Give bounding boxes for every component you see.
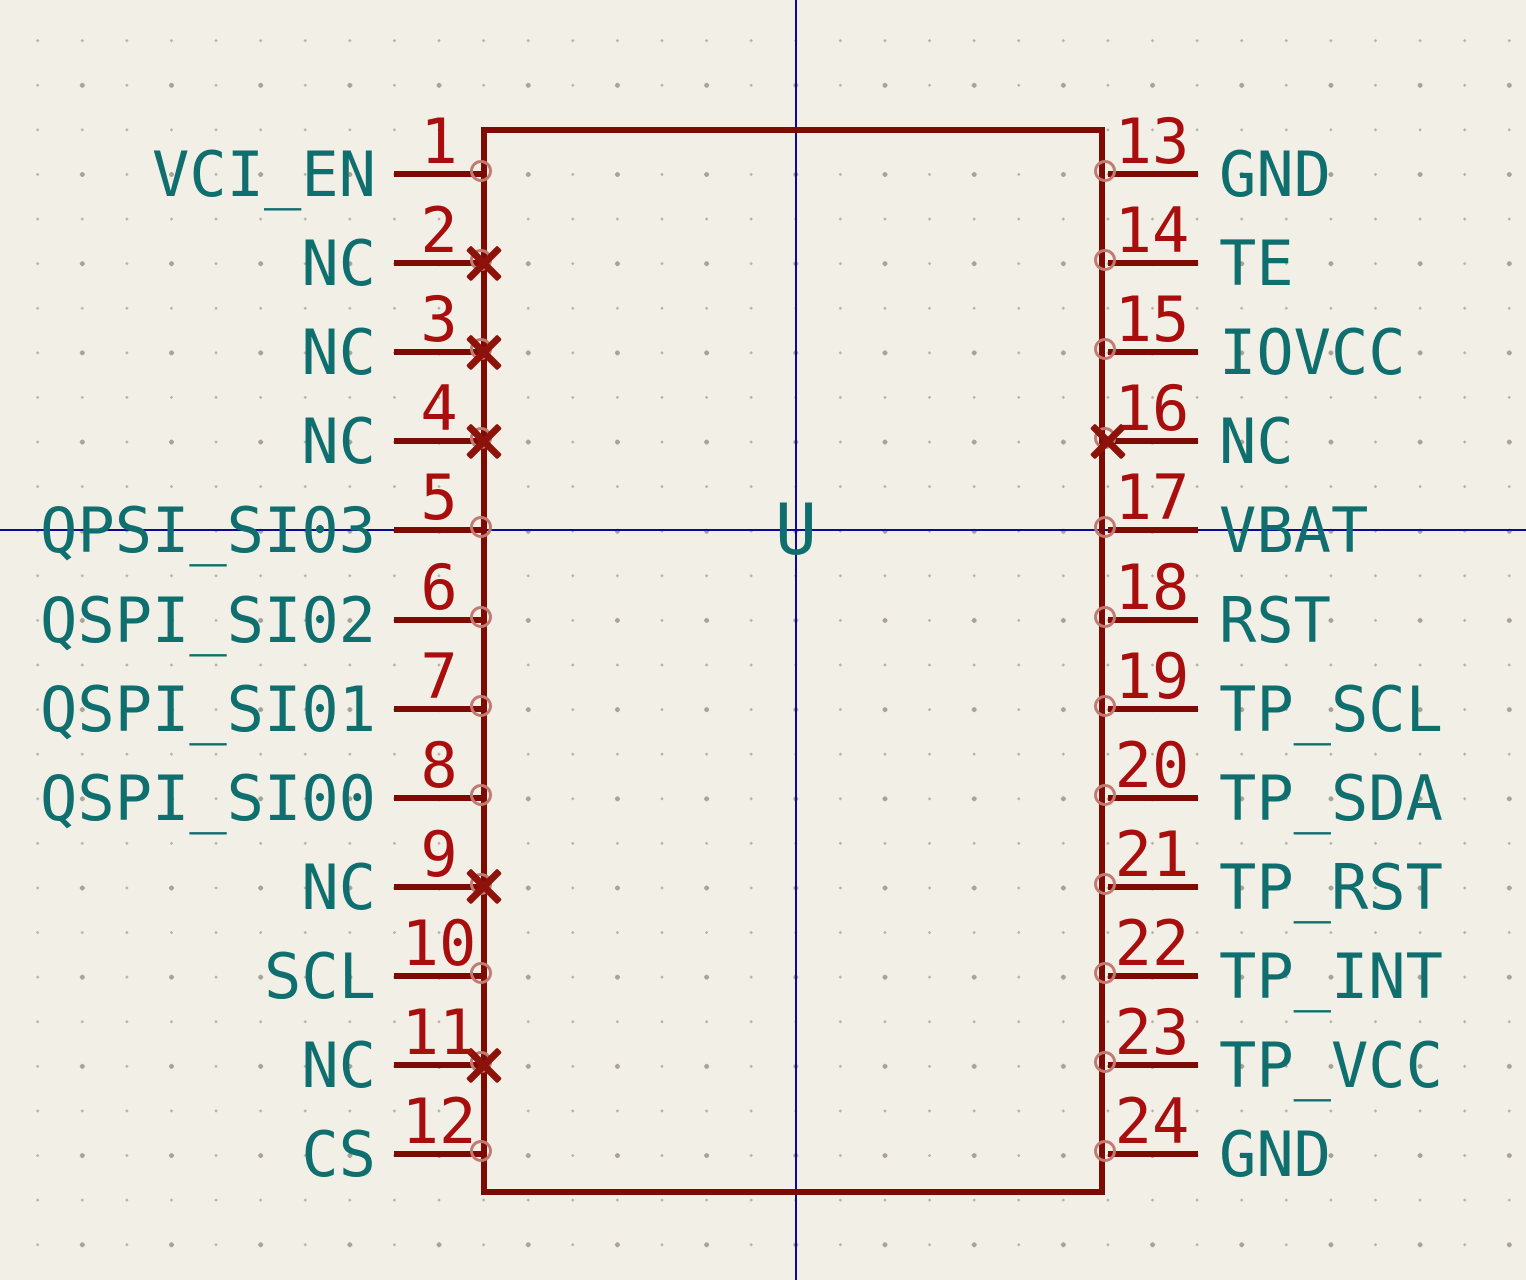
pin-line[interactable] [394, 438, 484, 445]
pin-number[interactable]: 23 [1114, 996, 1190, 1069]
pin-end-circle[interactable] [470, 1140, 492, 1163]
pin-number[interactable]: 5 [420, 461, 458, 535]
pin-number[interactable]: 13 [1114, 105, 1190, 178]
pin-number[interactable]: 18 [1114, 550, 1190, 624]
pin-number[interactable]: 16 [1114, 372, 1190, 446]
pin-end-circle[interactable] [1094, 872, 1116, 895]
pin-line[interactable] [1108, 1062, 1198, 1068]
pin-name[interactable]: VCI_EN [152, 138, 376, 211]
pin-line[interactable] [1108, 705, 1198, 712]
pin-name[interactable]: TP_INT [1219, 939, 1443, 1013]
pin-name[interactable]: RST [1219, 583, 1331, 657]
pin-line[interactable] [394, 349, 484, 356]
pin-number[interactable]: 7 [420, 639, 458, 713]
pin-name[interactable]: NC [301, 850, 376, 924]
pin-end-circle[interactable] [470, 694, 492, 717]
pin-number[interactable]: 2 [420, 194, 458, 268]
pin-end-circle[interactable] [470, 961, 492, 984]
pin-name[interactable]: QSPI_SI02 [40, 583, 376, 657]
pin-number[interactable]: 11 [401, 996, 477, 1069]
pin-line[interactable] [1108, 260, 1198, 267]
pin-name[interactable]: TP_VCC [1219, 1029, 1443, 1102]
pin-line[interactable] [394, 1151, 484, 1158]
pin-line[interactable] [394, 972, 484, 979]
pin-line[interactable] [1108, 527, 1198, 534]
pin-line[interactable] [394, 171, 484, 177]
pin-number[interactable]: 17 [1114, 461, 1190, 535]
pin-number[interactable]: 9 [420, 817, 458, 891]
pin-line[interactable] [1108, 1151, 1198, 1158]
pin-end-circle[interactable] [470, 160, 492, 182]
pin-name[interactable]: QPSI_SI03 [40, 494, 376, 568]
pin-end-circle[interactable] [1094, 1051, 1116, 1073]
pin-number[interactable]: 20 [1114, 728, 1190, 802]
pin-number[interactable]: 22 [1114, 906, 1190, 980]
pin-number[interactable]: 15 [1114, 283, 1190, 357]
pin-line[interactable] [1108, 972, 1198, 979]
pin-name[interactable]: GND [1219, 1118, 1331, 1192]
pin-line[interactable] [1108, 438, 1198, 445]
pin-line[interactable] [394, 260, 484, 267]
pin-name[interactable]: IOVCC [1219, 316, 1406, 390]
pin-number[interactable]: 21 [1114, 817, 1190, 891]
pin-number[interactable]: 3 [420, 283, 458, 357]
pin-name[interactable]: GND [1219, 138, 1331, 211]
cursor-crosshair-vertical [794, 0, 797, 1280]
pin-number[interactable]: 6 [420, 550, 458, 624]
pin-end-circle[interactable] [1094, 249, 1116, 272]
pin-name[interactable]: CS [301, 1118, 376, 1192]
pin-name[interactable]: TP_RST [1219, 850, 1443, 924]
pin-line[interactable] [1108, 171, 1198, 177]
pin-name[interactable]: NC [301, 1029, 376, 1102]
pin-end-circle[interactable] [1094, 516, 1116, 539]
pin-number[interactable]: 8 [420, 728, 458, 802]
pin-line[interactable] [1108, 349, 1198, 356]
pin-number[interactable]: 14 [1114, 194, 1190, 268]
pin-end-circle[interactable] [1094, 338, 1116, 361]
pin-line[interactable] [394, 1062, 484, 1068]
pin-name[interactable]: TP_SDA [1219, 761, 1443, 835]
pin-name[interactable]: VBAT [1219, 494, 1369, 568]
pin-end-circle[interactable] [470, 783, 492, 806]
pin-line[interactable] [1108, 616, 1198, 623]
pin-end-circle[interactable] [1094, 1140, 1116, 1163]
pin-name[interactable]: SCL [264, 939, 376, 1013]
pin-line[interactable] [1108, 883, 1198, 890]
pin-end-circle[interactable] [1094, 783, 1116, 806]
pin-end-circle[interactable] [1094, 160, 1116, 182]
pin-end-circle[interactable] [470, 516, 492, 539]
pin-name[interactable]: NC [301, 227, 376, 301]
reference-designator[interactable]: U [774, 489, 818, 571]
pin-end-circle[interactable] [1094, 694, 1116, 717]
pin-line[interactable] [394, 616, 484, 623]
pin-line[interactable] [394, 705, 484, 712]
symbol-body-outline[interactable] [481, 127, 1105, 1195]
pin-name[interactable]: TE [1219, 227, 1294, 301]
pin-end-circle[interactable] [470, 605, 492, 628]
pin-number[interactable]: 12 [401, 1085, 477, 1159]
pin-name[interactable]: NC [1219, 405, 1294, 479]
pin-line[interactable] [394, 794, 484, 801]
pin-name[interactable]: NC [301, 405, 376, 479]
pin-number[interactable]: 1 [420, 105, 458, 178]
pin-number[interactable]: 24 [1114, 1085, 1190, 1159]
pin-name[interactable]: NC [301, 316, 376, 390]
pin-line[interactable] [394, 527, 484, 534]
pin-number[interactable]: 10 [401, 906, 477, 980]
pin-end-circle[interactable] [1094, 961, 1116, 984]
pin-line[interactable] [1108, 794, 1198, 801]
pin-name[interactable]: QSPI_SI00 [40, 761, 376, 835]
pin-name[interactable]: QSPI_SI01 [40, 672, 376, 746]
pin-name[interactable]: TP_SCL [1219, 672, 1443, 746]
cursor-crosshair-horizontal [0, 528, 1526, 531]
pin-line[interactable] [394, 883, 484, 890]
pin-end-circle[interactable] [1094, 605, 1116, 628]
pin-number[interactable]: 19 [1114, 639, 1190, 713]
pin-number[interactable]: 4 [420, 372, 458, 446]
